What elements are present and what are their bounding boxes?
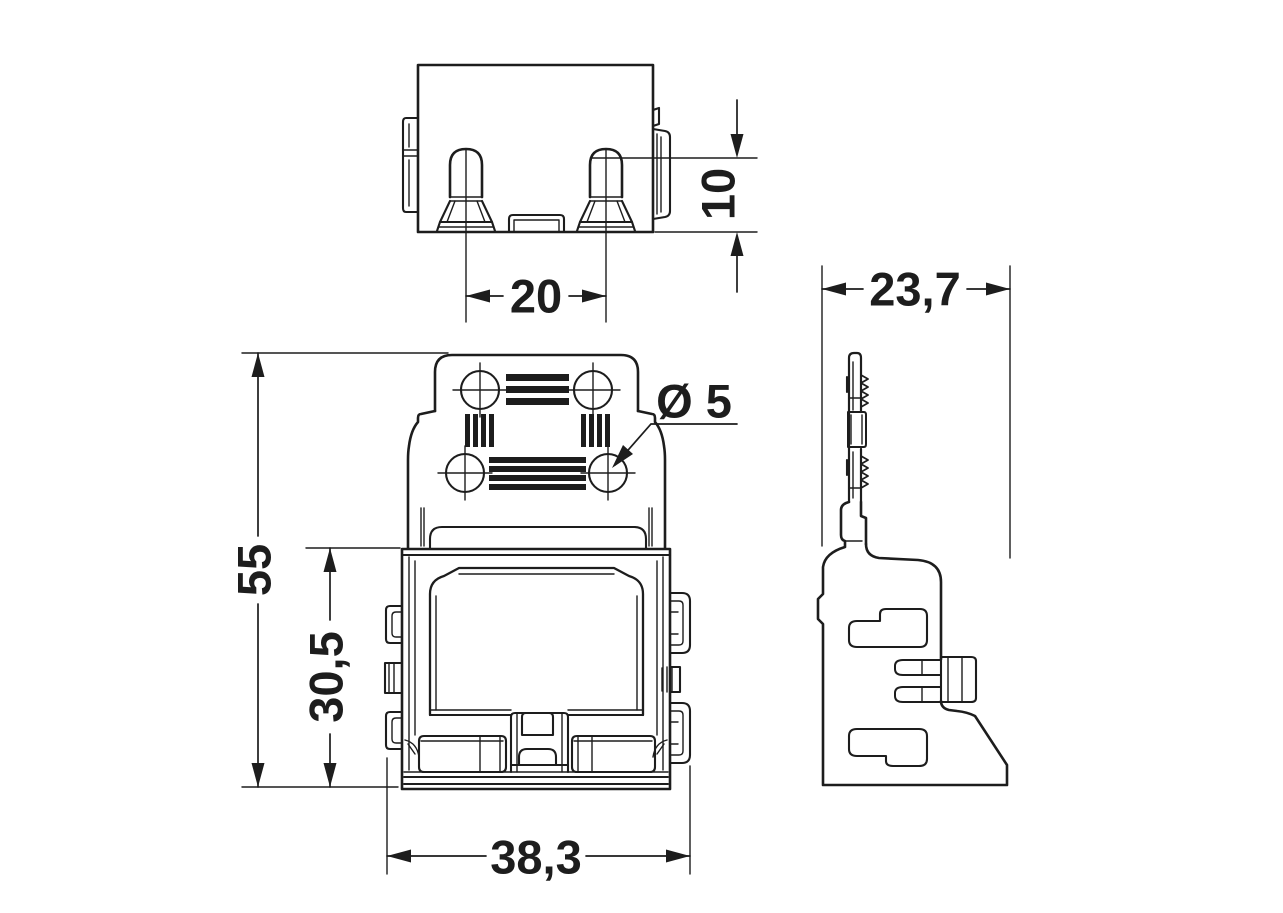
arrowhead	[822, 282, 846, 296]
arrowhead	[323, 548, 337, 572]
dim-label-pin-height: 10	[692, 168, 745, 220]
arrowhead	[730, 232, 744, 256]
tab-foot	[839, 500, 868, 548]
dim-overall-height: 55	[228, 352, 449, 788]
grip-ribs	[465, 374, 610, 490]
dim-pin-spacing: 20	[465, 149, 607, 323]
latch-window	[520, 711, 555, 737]
dim-label-hole-diameter: Ø 5	[656, 375, 732, 428]
top-view-body	[416, 63, 655, 234]
corner-gussets	[404, 739, 668, 758]
side-body	[816, 542, 1009, 787]
slot-upper	[847, 607, 929, 649]
center-latch	[509, 711, 570, 774]
top-view-right-clip	[651, 106, 672, 221]
side-view	[816, 351, 1009, 787]
dim-housing-width: 38,3	[386, 757, 691, 884]
arrowhead	[251, 763, 265, 787]
top-view-center-notch	[507, 213, 566, 234]
arrowhead	[251, 353, 265, 377]
latch-prongs	[894, 659, 942, 703]
arrowhead	[323, 763, 337, 787]
front-right-clips	[661, 591, 692, 765]
pin-centerlines	[465, 149, 607, 323]
dim-label-overall-height: 55	[228, 544, 281, 596]
serration-lower	[860, 455, 869, 489]
dim-housing-height: 30,5	[300, 547, 401, 788]
arrowhead	[666, 849, 690, 863]
latch-arch	[517, 747, 558, 767]
base-rail	[402, 775, 670, 786]
front-view	[383, 353, 692, 791]
slot-lower	[847, 727, 929, 768]
tab-clip-box	[847, 411, 867, 448]
extension-lines	[591, 157, 758, 233]
latch-block	[939, 655, 978, 704]
dim-label-housing-height: 30,5	[300, 631, 353, 722]
arrowhead	[730, 134, 744, 158]
dim-label-depth: 23,7	[869, 263, 960, 316]
mating-face-edge	[428, 525, 648, 550]
dim-hole-diameter: Ø 5	[612, 375, 738, 468]
arrowhead	[387, 849, 411, 863]
dim-label-pin-spacing: 20	[510, 270, 562, 323]
inner-walls	[408, 556, 664, 771]
arrowhead	[466, 289, 490, 303]
contact-window	[428, 566, 645, 717]
housing-outline	[400, 547, 672, 791]
extension-lines	[821, 265, 1011, 559]
dim-depth: 23,7	[821, 263, 1011, 559]
top-view-left-clip	[401, 116, 420, 214]
front-flange	[406, 353, 667, 550]
front-left-clips	[383, 604, 404, 751]
extension-lines	[241, 352, 449, 788]
screw-holes	[437, 362, 636, 501]
arrowhead	[612, 445, 633, 468]
dim-pin-height: 10	[591, 99, 758, 293]
top-view	[401, 63, 672, 234]
dim-label-housing-width: 38,3	[490, 831, 581, 884]
arrowhead	[986, 282, 1010, 296]
leader-line	[614, 423, 738, 466]
serration-upper	[860, 374, 869, 408]
side-fixing-tab	[839, 351, 869, 548]
front-housing	[400, 547, 672, 791]
hole-centerlines	[437, 362, 636, 501]
bottom-compartments	[404, 734, 668, 774]
arrowhead	[582, 289, 606, 303]
